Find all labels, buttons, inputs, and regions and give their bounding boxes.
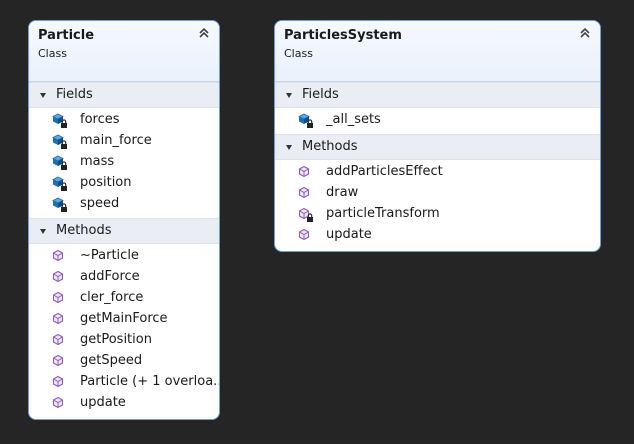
field-private-icon — [52, 113, 68, 129]
field-item[interactable]: forces — [29, 110, 219, 131]
methods-section-label: Methods — [56, 223, 112, 238]
method-item[interactable]: particleTransform — [275, 204, 600, 225]
methods-section-header[interactable]: Methods — [29, 218, 219, 244]
field-item[interactable]: _all_sets — [275, 110, 600, 131]
expand-triangle-icon[interactable] — [286, 93, 292, 98]
method-name: cler_force — [80, 290, 144, 305]
field-name: speed — [80, 196, 120, 211]
field-name: _all_sets — [326, 112, 381, 127]
method-item[interactable]: update — [275, 225, 600, 246]
expand-triangle-icon[interactable] — [40, 229, 46, 234]
method-name: ~Particle — [80, 248, 139, 263]
field-private-icon — [52, 197, 68, 213]
method-item[interactable]: cler_force — [29, 288, 219, 309]
field-private-icon — [52, 176, 68, 192]
methods-section-label: Methods — [302, 139, 358, 154]
collapse-chevron-icon[interactable] — [197, 25, 211, 41]
field-private-icon — [298, 113, 314, 129]
method-name: getSpeed — [80, 353, 143, 368]
class-name: Particle — [38, 28, 95, 43]
class-kind: Class — [284, 47, 313, 60]
fields-section-header[interactable]: Fields — [275, 82, 600, 108]
collapse-chevron-icon[interactable] — [578, 25, 592, 41]
method-icon — [298, 165, 314, 181]
method-item[interactable]: getMainForce — [29, 309, 219, 330]
method-item[interactable]: ~Particle — [29, 246, 219, 267]
method-icon — [52, 354, 68, 370]
field-item[interactable]: speed — [29, 194, 219, 215]
method-name: Particle (+ 1 overloa... — [80, 374, 220, 389]
fields-section-label: Fields — [56, 87, 93, 102]
method-name: getMainForce — [80, 311, 168, 326]
method-name: update — [80, 395, 126, 410]
method-private-icon — [298, 207, 314, 223]
expand-triangle-icon[interactable] — [286, 145, 292, 150]
method-icon — [52, 396, 68, 412]
method-name: getPosition — [80, 332, 152, 347]
methods-list: addParticlesEffect draw particleTransform u… — [275, 160, 600, 249]
fields-section-header[interactable]: Fields — [29, 82, 219, 108]
fields-list: _all_sets — [275, 108, 600, 134]
expand-triangle-icon[interactable] — [40, 93, 46, 98]
field-name: forces — [80, 112, 120, 127]
method-icon — [52, 312, 68, 328]
method-icon — [298, 228, 314, 244]
method-icon — [52, 375, 68, 391]
method-name: addForce — [80, 269, 140, 284]
method-item[interactable]: getSpeed — [29, 351, 219, 372]
method-icon — [52, 333, 68, 349]
method-name: particleTransform — [326, 206, 440, 221]
method-icon — [52, 291, 68, 307]
method-item[interactable]: draw — [275, 183, 600, 204]
method-icon — [298, 186, 314, 202]
field-name: mass — [80, 154, 115, 169]
method-name: addParticlesEffect — [326, 164, 443, 179]
field-item[interactable]: main_force — [29, 131, 219, 152]
field-private-icon — [52, 155, 68, 171]
method-icon — [52, 270, 68, 286]
method-item[interactable]: getPosition — [29, 330, 219, 351]
field-item[interactable]: position — [29, 173, 219, 194]
method-item[interactable]: addForce — [29, 267, 219, 288]
class-name: ParticlesSystem — [284, 28, 402, 43]
field-private-icon — [52, 134, 68, 150]
field-name: position — [80, 175, 132, 190]
class-kind: Class — [38, 47, 67, 60]
method-item[interactable]: Particle (+ 1 overloa... — [29, 372, 219, 393]
fields-section-label: Fields — [302, 87, 339, 102]
method-item[interactable]: update — [29, 393, 219, 414]
method-name: update — [326, 227, 372, 242]
field-item[interactable]: mass — [29, 152, 219, 173]
field-name: main_force — [80, 133, 152, 148]
methods-section-header[interactable]: Methods — [275, 134, 600, 160]
methods-list: ~Particle addForce cler_force getMainForce g… — [29, 244, 219, 417]
method-item[interactable]: addParticlesEffect — [275, 162, 600, 183]
method-icon — [52, 249, 68, 265]
method-name: draw — [326, 185, 359, 200]
